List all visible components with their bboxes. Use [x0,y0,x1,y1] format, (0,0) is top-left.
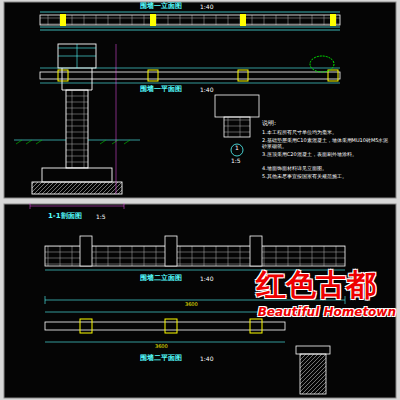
scale: 1:40 [200,356,213,363]
scale: 1:5 [96,214,106,221]
view-title: 围墙二立面图 [140,275,182,283]
watermark: 红色古都 [256,268,376,301]
scale: 1:40 [200,87,213,94]
note: 4.墙面饰面材料详见立面图。 [262,166,390,172]
note-heading: 说明: [262,120,276,127]
view-title: 1-1剖面图 [48,213,82,221]
scale: 1:40 [200,4,213,11]
scale: 1:40 [200,276,213,283]
note: 3.压顶采用C20混凝土，表面刷外墙涂料。 [262,152,390,158]
view-title: 围墙一平面图 [140,86,182,94]
note: 1.本工程所有尺寸单位均为毫米。 [262,130,390,136]
callout-number: 1 [235,145,239,152]
watermark: Beautiful Hometown [258,306,396,319]
dimension: 3600 [155,344,168,350]
view-title: 围墙一立面图 [140,3,182,11]
dimension: 3600 [185,302,198,308]
note: 5.其他未尽事宜按国家有关规范施工。 [262,174,390,180]
note: 2.基础垫层采用C10素混凝土，墙体采用MU10砖M5水泥砂浆砌筑。 [262,138,390,149]
view-title: 围墙二平面图 [140,355,182,363]
scale: 1:5 [231,158,241,165]
